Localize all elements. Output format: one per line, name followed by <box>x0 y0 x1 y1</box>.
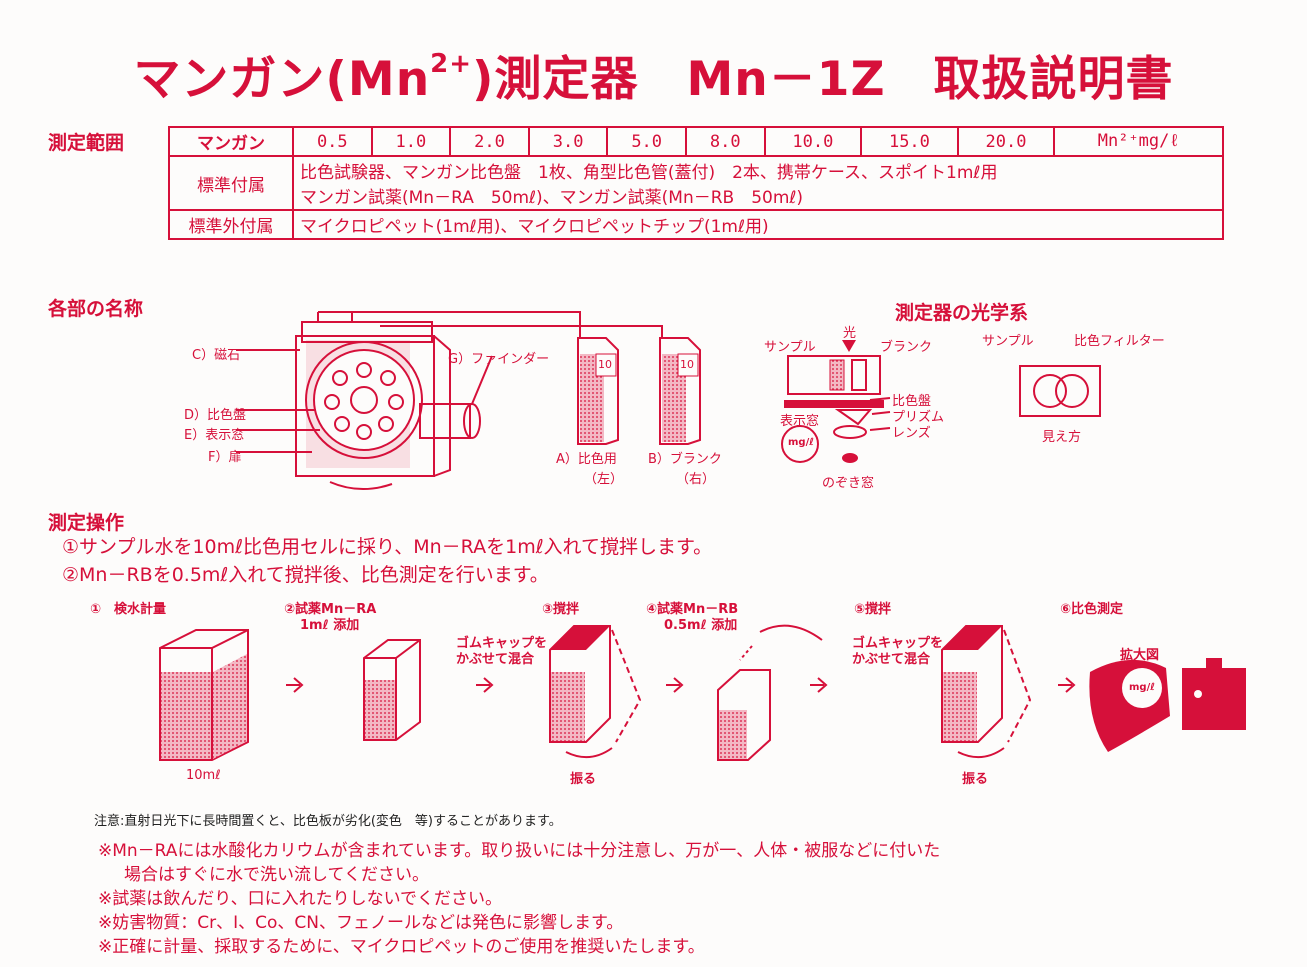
optional-row: 標準外付属 マイクロピペット(1mℓ用)、マイクロピペットチップ(1mℓ用) <box>168 209 1224 240</box>
label-cell-a: A）比色用 <box>556 452 617 467</box>
step2-label: ②試薬Mn－RA <box>284 602 377 617</box>
optics-lens-label: レンズ <box>892 426 931 441</box>
optional-label: 標準外付属 <box>168 209 294 240</box>
optics-disc-label: 比色盤 <box>892 394 932 409</box>
standard-line: マンガン試薬(Mn－RA 50mℓ)、マンガン試薬(Mn－RB 50mℓ) <box>300 188 804 208</box>
step3-cap-line1: ゴムキャップを <box>456 636 548 651</box>
standard-line: 比色試験器、マンガン比色盤 1枚、角型比色管(蓋付) 2本、携帯ケース、スポイト… <box>300 163 998 183</box>
range-value: 1.0 <box>370 126 452 157</box>
warning-1a: ※Mn－RAには水酸化カリウムが含まれています。取り扱いには十分注意し、万が一、… <box>98 841 941 861</box>
label-finder: G）ファインダー <box>448 352 550 367</box>
range-value: 15.0 <box>860 126 959 157</box>
optics-prism-label: プリズム <box>892 410 945 425</box>
section-optics-heading: 測定器の光学系 <box>895 302 1029 324</box>
step5-cap-line2: かぶせて混合 <box>852 652 931 667</box>
step1-volume: 10mℓ <box>186 768 221 783</box>
warning-4: ※正確に計量、採取するために、マイクロピペットのご使用を推奨いたします。 <box>98 937 705 957</box>
optics-light-label: 光 <box>843 326 857 341</box>
step5-cap-line1: ゴムキャップを <box>852 636 944 651</box>
label-cell-a-sub: （左） <box>584 472 624 487</box>
range-value: 3.0 <box>527 126 609 157</box>
view-sample-label: サンプル <box>982 334 1034 349</box>
operation-step-2: ②Mn－RBを0.5mℓ入れて撹拌後、比色測定を行います。 <box>62 564 549 586</box>
optics-unit-label: mg/ℓ <box>788 437 814 448</box>
optics-blank-label: ブランク <box>880 340 933 355</box>
range-value: 10.0 <box>763 126 863 157</box>
page-title: マンガン(Mn2+)測定器 Mn－1Z 取扱説明書 <box>133 49 1174 107</box>
label-cell-b-sub: （右） <box>676 472 716 487</box>
range-value: 2.0 <box>449 126 530 157</box>
optics-display-label: 表示窓 <box>780 414 820 429</box>
label-door: F）扉 <box>208 450 242 465</box>
step3-label: ③撹拌 <box>542 602 580 617</box>
step4-label: ④試薬Mn－RB <box>646 602 739 617</box>
step2-sub: 1mℓ 添加 <box>300 618 360 633</box>
standard-label: 標準付属 <box>168 155 294 211</box>
standard-row: 標準付属 比色試験器、マンガン比色盤 1枚、角型比色管(蓋付) 2本、携帯ケース… <box>168 155 1224 211</box>
view-label: 見え方 <box>1042 430 1082 445</box>
step5-label: ⑤撹拌 <box>854 602 892 617</box>
optional-items: マイクロピペット(1mℓ用)、マイクロピペットチップ(1mℓ用) <box>292 209 1224 240</box>
label-display-window: E）表示窓 <box>184 428 245 443</box>
cell-b-illustration <box>659 337 701 445</box>
caution-note: 注意:直射日光下に長時間置くと、比色板が劣化(変色 等)することがあります。 <box>94 814 562 829</box>
label-cell-b: B）ブランク <box>648 452 722 467</box>
range-row: マンガン 0.5 1.0 2.0 3.0 5.0 8.0 10.0 15.0 2… <box>168 126 1224 157</box>
step-arrows <box>286 677 1076 693</box>
section-operation-heading: 測定操作 <box>48 512 125 534</box>
standard-items: 比色試験器、マンガン比色盤 1枚、角型比色管(蓋付) 2本、携帯ケース、スポイト… <box>292 155 1224 211</box>
view-diagram <box>1019 365 1101 417</box>
optics-sample-label: サンプル <box>764 340 816 355</box>
step1-cell <box>159 629 249 761</box>
step2-cell <box>363 639 421 741</box>
step4-cell <box>717 624 823 761</box>
step4-sub: 0.5mℓ 添加 <box>664 618 738 633</box>
operation-step-1: ①サンプル水を10mℓ比色用セルに採り、Mn－RAを1mℓ入れて撹拌します。 <box>62 536 713 558</box>
label-color-disc: D）比色盤 <box>184 408 247 423</box>
step6-zoom <box>1089 658 1246 752</box>
step6-label: ⑥比色測定 <box>1060 602 1124 617</box>
step6-unit: mg/ℓ <box>1129 682 1155 693</box>
step5-cell <box>941 625 1032 759</box>
range-value: 20.0 <box>956 126 1056 157</box>
cell-b-mark: 10 <box>680 358 694 371</box>
step3-cell <box>549 625 642 759</box>
step3-shake: 振る <box>570 772 597 787</box>
step1-label: ① 検水計量 <box>90 602 167 617</box>
optics-diagram <box>781 340 891 463</box>
range-unit: Mn²⁺mg/ℓ <box>1053 126 1224 157</box>
cell-a-mark: 10 <box>598 358 612 371</box>
step5-shake: 振る <box>962 772 989 787</box>
range-label: マンガン <box>168 126 294 157</box>
range-value: 8.0 <box>684 126 766 157</box>
step6-zoom-label: 拡大図 <box>1120 648 1160 663</box>
label-magnet: C）磁石 <box>192 348 241 363</box>
warning-1b: 場合はすぐに水で洗い流してください。 <box>124 865 429 885</box>
section-range-heading: 測定範囲 <box>48 132 125 154</box>
section-parts-heading: 各部の名称 <box>48 298 144 320</box>
warning-2: ※試薬は飲んだり、口に入れたりしないでください。 <box>98 889 503 909</box>
view-filter-label: 比色フィルター <box>1074 334 1165 349</box>
range-value: 5.0 <box>606 126 687 157</box>
spec-table: マンガン 0.5 1.0 2.0 3.0 5.0 8.0 10.0 15.0 2… <box>168 126 1224 240</box>
device-illustration <box>236 311 663 491</box>
warning-3: ※妨害物質：Cr、I、Co、CN、フェノールなどは発色に影響します。 <box>98 913 624 933</box>
step3-cap-line2: かぶせて混合 <box>456 652 535 667</box>
range-value: 0.5 <box>292 126 373 157</box>
cell-a-illustration <box>577 337 619 445</box>
optics-peep-label: のぞき窓 <box>822 476 875 491</box>
